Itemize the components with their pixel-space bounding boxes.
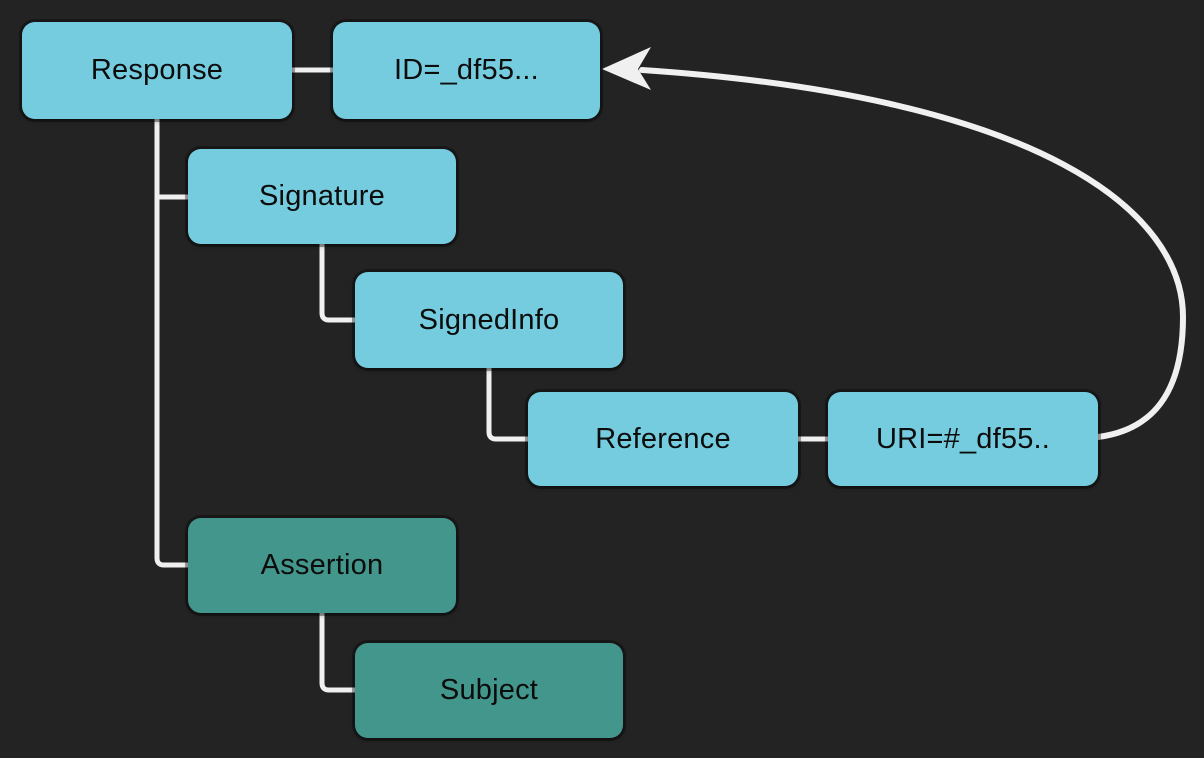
- node-signature[interactable]: Signature: [188, 149, 456, 244]
- node-response[interactable]: Response: [22, 22, 292, 119]
- node-id-attribute-label: ID=_df55...: [394, 54, 539, 86]
- node-id-attribute[interactable]: ID=_df55...: [333, 22, 600, 119]
- node-signedinfo[interactable]: SignedInfo: [355, 272, 623, 368]
- node-assertion-label: Assertion: [260, 549, 384, 581]
- edge-signature-signedinfo: [319, 244, 355, 323]
- node-signedinfo-label: SignedInfo: [418, 303, 560, 336]
- node-uri-attribute-label: URI=#_df55..: [875, 422, 1051, 455]
- node-signature-label: Signature: [259, 180, 385, 212]
- edge-assertion-subject: [319, 613, 355, 693]
- node-reference-label: Reference: [595, 422, 731, 455]
- node-assertion[interactable]: Assertion: [188, 518, 456, 613]
- edge-signedinfo-reference: [486, 368, 528, 442]
- node-uri-attribute[interactable]: URI=#_df55..: [828, 392, 1098, 486]
- edge-uri-id-curve: [639, 67, 1186, 440]
- node-subject-label: Subject: [439, 674, 539, 706]
- arrowhead-icon: [602, 47, 651, 90]
- node-subject[interactable]: Subject: [355, 643, 623, 738]
- node-reference[interactable]: Reference: [528, 392, 798, 486]
- edge-response-assertion: [154, 119, 188, 568]
- node-response-label: Response: [90, 54, 224, 86]
